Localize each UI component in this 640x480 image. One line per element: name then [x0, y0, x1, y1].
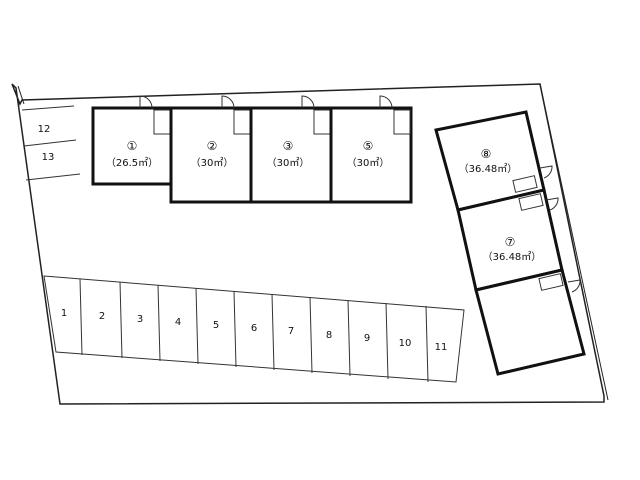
site-boundary-inner	[17, 83, 609, 401]
unit-area: （26.5㎡）	[106, 157, 158, 169]
parking-slot-5: 5	[213, 320, 219, 331]
unit-area: （30㎡）	[347, 157, 390, 169]
door-icon	[221, 95, 235, 109]
unit-number: ③	[283, 139, 294, 153]
toilet-icon	[153, 109, 171, 135]
parking-slot-6: 6	[251, 323, 257, 334]
door-icon	[539, 165, 553, 179]
unit-area: （30㎡）	[267, 157, 310, 169]
unit-area: （36.48㎡）	[459, 163, 518, 175]
door-icon	[545, 197, 559, 211]
parking-slot-13: 13	[42, 152, 55, 163]
toilet-icon	[518, 193, 544, 211]
unit-1: ① （26.5㎡）	[91, 95, 173, 186]
unit-number: ①	[127, 139, 138, 153]
parking-slot-1: 1	[61, 308, 67, 319]
unit-number: ②	[207, 139, 218, 153]
toilet-icon	[313, 109, 331, 135]
unit-area: （30㎡）	[191, 157, 234, 169]
parking-slot-12: 12	[38, 124, 51, 135]
parking-slot-9: 9	[364, 333, 370, 344]
parking-slot-8: 8	[326, 330, 332, 341]
parking-top-left: 12 13	[21, 105, 81, 181]
unit-number: ⑧	[481, 147, 492, 161]
unit-3: ③ （30㎡）	[249, 95, 333, 204]
unit-number: ⑤	[363, 139, 374, 153]
unit-5: ⑤ （30㎡）	[329, 95, 413, 204]
door-icon	[379, 95, 393, 109]
door-icon	[139, 95, 153, 109]
toilet-icon	[393, 109, 411, 135]
unit-2: ② （30㎡）	[169, 95, 253, 204]
door-icon	[301, 95, 315, 109]
parking-slot-11: 11	[435, 342, 448, 353]
door-icon	[567, 279, 581, 293]
unit-area: （36.48㎡）	[483, 251, 542, 263]
parking-slot-2: 2	[99, 311, 105, 322]
toilet-icon	[538, 273, 564, 291]
parking-slot-3: 3	[137, 314, 143, 325]
parking-slot-10: 10	[399, 338, 412, 349]
toilet-icon	[512, 175, 538, 193]
unit-number: ⑦	[505, 235, 516, 249]
site-boundary	[11, 83, 605, 405]
toilet-icon	[233, 109, 251, 135]
unit-storage-outline	[474, 268, 586, 376]
right-building: ⑧ （36.48㎡） ⑦ （36.48㎡）	[434, 110, 586, 376]
parking-bottom: 1 2 3 4 5 6 7 8 9 10 11	[43, 275, 465, 383]
parking-slot-7: 7	[288, 326, 294, 337]
parking-slot-4: 4	[175, 317, 181, 328]
